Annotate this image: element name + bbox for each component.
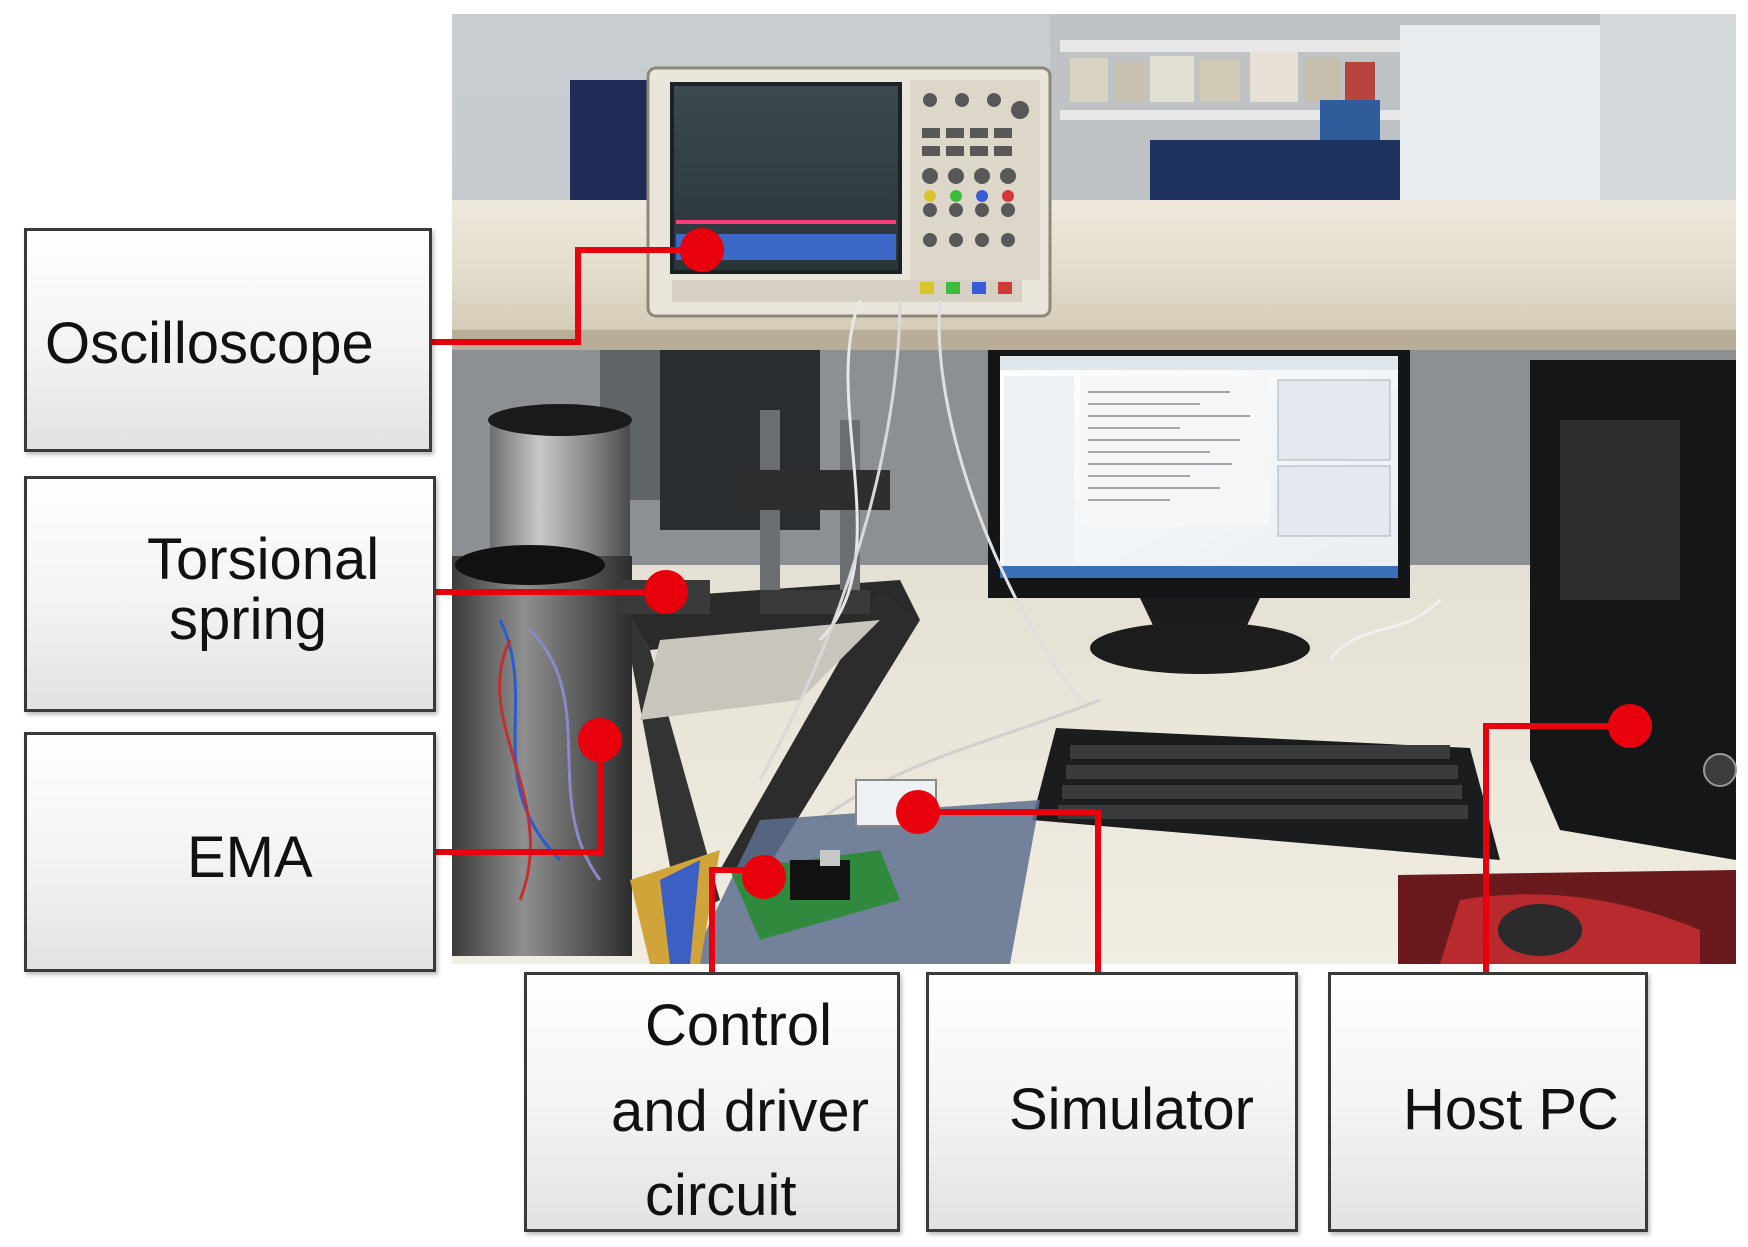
marker-simulator — [896, 790, 940, 834]
oscilloscope-device — [646, 66, 1052, 318]
leader-simulator — [918, 809, 1101, 972]
monitor — [988, 350, 1410, 674]
host-pc-label: Host PC — [1403, 1077, 1619, 1142]
simulator-label-box: Simulator — [926, 972, 1298, 1232]
ribbon-cable — [630, 850, 720, 964]
ema-label: EMA — [187, 825, 313, 890]
simulator-label: Simulator — [1009, 1077, 1254, 1142]
control-label-line1: Control — [645, 993, 832, 1058]
ema-label-box: EMA — [24, 732, 436, 972]
marker-torsional-spring — [644, 570, 688, 614]
torsional-spring-label-line2: spring — [169, 587, 327, 652]
oscilloscope-label: Oscilloscope — [45, 311, 374, 376]
marker-control — [742, 855, 786, 899]
host-pc-tower — [1530, 360, 1737, 860]
leader-oscilloscope — [432, 247, 702, 345]
leader-host-pc — [1483, 723, 1630, 972]
wires — [498, 299, 1442, 901]
marker-ema — [578, 718, 622, 762]
control-label-line2: and driver — [611, 1079, 869, 1144]
marker-oscilloscope — [680, 228, 724, 272]
host-pc-label-box: Host PC — [1328, 972, 1648, 1232]
leader-ema — [436, 740, 603, 855]
oscilloscope-label-box: Oscilloscope — [24, 228, 432, 452]
mouse — [1498, 904, 1582, 956]
torsional-spring-label-box: Torsional spring — [24, 476, 436, 712]
control-label-line3: circuit — [645, 1163, 797, 1228]
keyboard — [1032, 728, 1500, 860]
test-bench-frame — [620, 410, 920, 920]
marker-host-pc — [1608, 704, 1652, 748]
control-label-box: Control and driver circuit — [524, 972, 900, 1232]
torsional-spring-label-line1: Torsional — [147, 527, 380, 592]
